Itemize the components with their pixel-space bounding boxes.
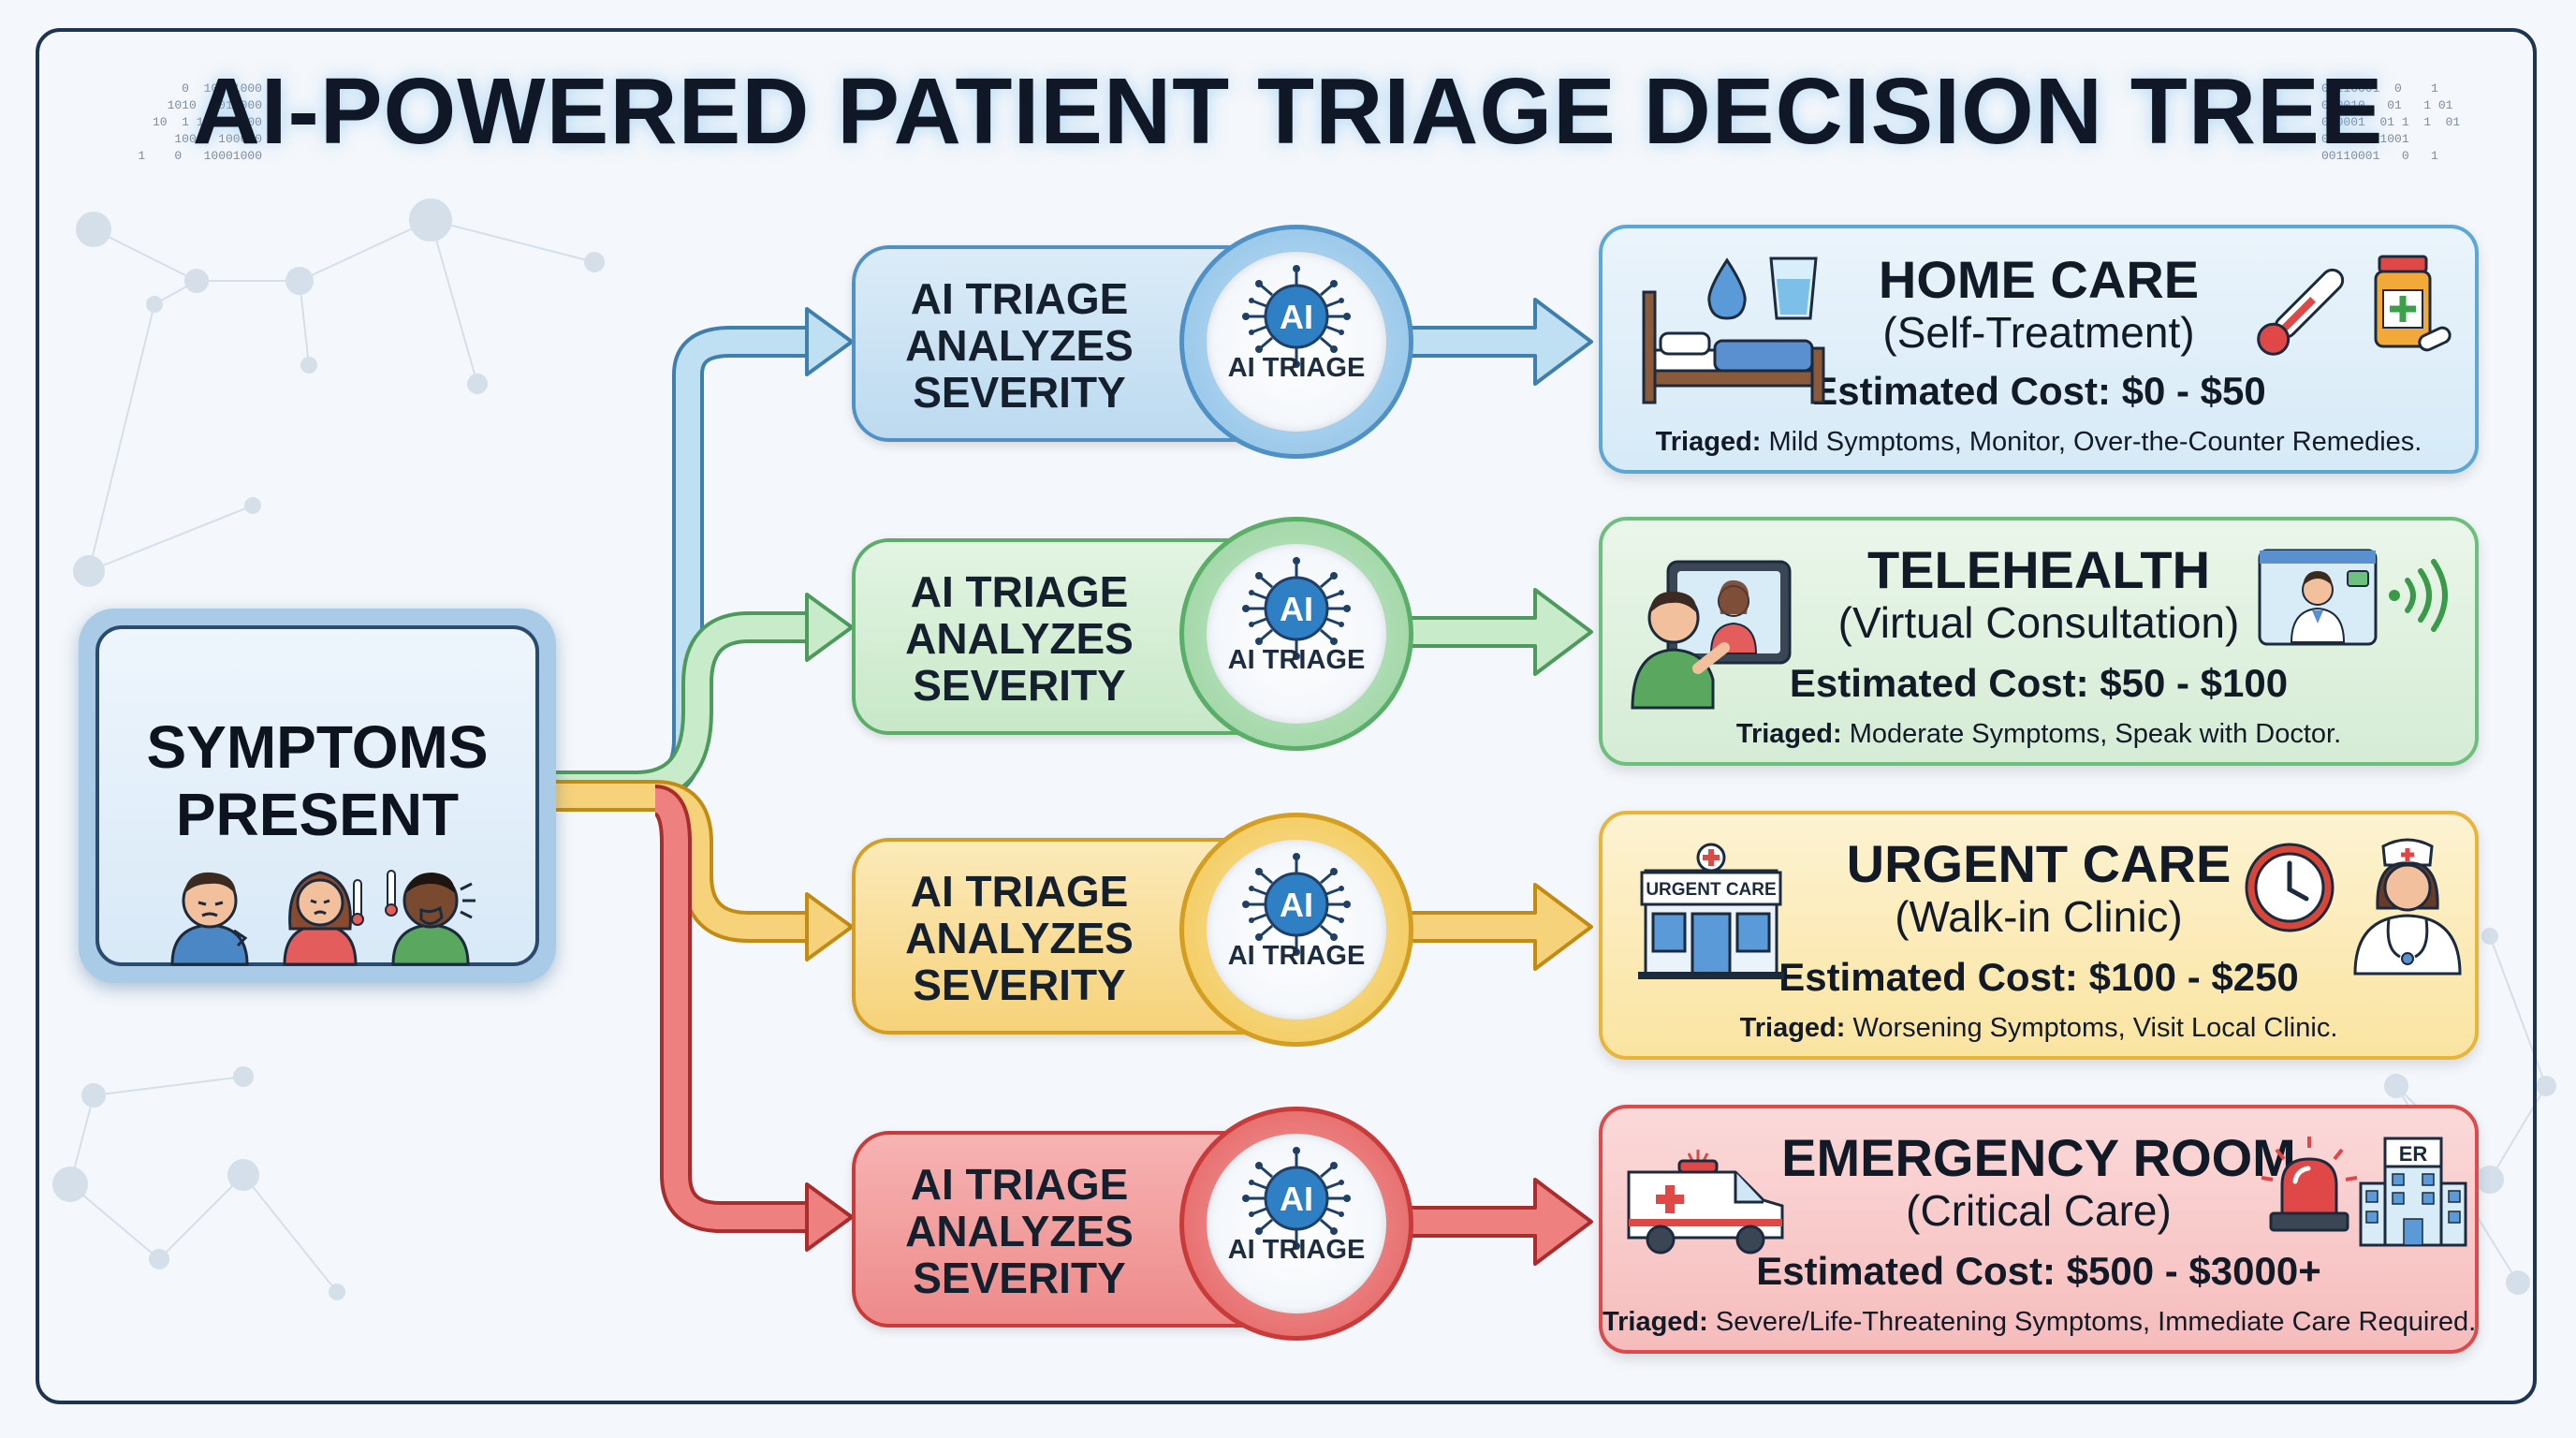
- triage-line3: SEVERITY: [913, 1254, 1126, 1302]
- outcome-card-telehealth: TELEHEALTH (Virtual Consultation) Estima…: [1599, 517, 2479, 766]
- ai-badge-inner: AI: [1207, 252, 1386, 432]
- outcome-cost: Estimated Cost: $50 - $100: [1789, 661, 2289, 705]
- outer-frame: [36, 28, 2537, 1404]
- clinic-sign-text: URGENT CARE: [1646, 880, 1776, 900]
- ai-chip-icon: AI: [1242, 265, 1351, 368]
- ai-chip-label: AI: [1280, 590, 1313, 628]
- page-title: AI-POWERED PATIENT TRIAGE DECISION TREE: [192, 59, 2384, 164]
- symptoms-node: SYMPTOMS PRESENT: [79, 609, 556, 983]
- outcome-subtitle: (Self-Treatment): [1882, 308, 2195, 357]
- ai-badge-label: AI TRIAGE: [1227, 645, 1366, 675]
- triage-line2: ANALYZES: [905, 614, 1134, 663]
- outcome-arrow-blue: [1407, 298, 1593, 386]
- triage-line2: ANALYZES: [905, 1207, 1134, 1255]
- ai-chip-icon: AI: [1242, 1147, 1351, 1250]
- triage-text: AI TRIAGE ANALYZES SEVERITY: [884, 1161, 1155, 1301]
- triage-line3: SEVERITY: [913, 961, 1126, 1009]
- outcome-note-label: Triaged:: [1739, 1013, 1846, 1043]
- ai-chip-label: AI: [1280, 298, 1313, 336]
- outcome-note-label: Triaged:: [1603, 1307, 1708, 1337]
- outcome-cost: Estimated Cost: $0 - $50: [1811, 369, 2266, 413]
- clinic-building-icon: URGENT CARE: [1638, 843, 1784, 979]
- ai-badge-label: AI TRIAGE: [1227, 1235, 1366, 1265]
- signal-icon: [2389, 559, 2448, 632]
- ai-badge-inner: AI: [1207, 1134, 1386, 1313]
- ai-badge-inner: AI: [1207, 544, 1386, 724]
- symptoms-title: SYMPTOMS PRESENT: [99, 713, 535, 848]
- outcome-note: Triaged: Mild Symptoms, Monitor, Over-th…: [1603, 427, 2475, 458]
- bed-icon: [1642, 290, 1825, 404]
- triage-line3: SEVERITY: [913, 368, 1126, 417]
- outcome-note-text: Moderate Symptoms, Speak with Doctor.: [1841, 719, 2342, 749]
- triage-line3: SEVERITY: [913, 661, 1126, 710]
- outcome-subtitle: (Critical Care): [1906, 1186, 2172, 1235]
- hospital-icon: ER: [2359, 1137, 2467, 1247]
- thermometer-icon: [2257, 268, 2345, 356]
- outcome-arrow-green: [1407, 588, 1593, 676]
- outcome-note-label: Triaged:: [1735, 719, 1842, 749]
- nurse-icon: [2353, 838, 2462, 976]
- triage-text: AI TRIAGE ANALYZES SEVERITY: [884, 868, 1155, 1008]
- outcome-card-urgent-care: URGENT CARE (Walk-in Clinic) Estimated C…: [1599, 811, 2479, 1060]
- triage-line1: AI TRIAGE: [910, 274, 1129, 323]
- outcome-title: TELEHEALTH: [1866, 540, 2211, 599]
- outcome-note-text: Severe/Life-Threatening Symptoms, Immedi…: [1707, 1307, 2477, 1337]
- clock-icon: [2245, 843, 2334, 932]
- glass-icon: [1769, 257, 1818, 320]
- fever-person-icon: [283, 871, 364, 966]
- medicine-bottle-icon: [2374, 255, 2452, 352]
- coughing-person-icon: [385, 870, 476, 966]
- triage-text: AI TRIAGE ANALYZES SEVERITY: [884, 568, 1155, 709]
- outcome-subtitle: (Virtual Consultation): [1837, 598, 2240, 647]
- hospital-sign-text: ER: [2399, 1142, 2428, 1166]
- sick-person-icon: [170, 872, 249, 966]
- triage-line2: ANALYZES: [905, 321, 1134, 370]
- outcome-cost: Estimated Cost: $500 - $3000+: [1756, 1249, 2321, 1293]
- outcome-arrow-yellow: [1407, 883, 1593, 971]
- outcome-note: Triaged: Moderate Symptoms, Speak with D…: [1603, 719, 2475, 750]
- ai-badge-blue: AI AI TRIAGE: [1179, 225, 1413, 459]
- outcome-note-text: Worsening Symptoms, Visit Local Clinic.: [1845, 1013, 2338, 1043]
- ai-badge-green: AI AI TRIAGE: [1179, 517, 1413, 751]
- outcome-title: URGENT CARE: [1846, 834, 2232, 893]
- water-drop-icon: [1707, 257, 1747, 320]
- symptoms-node-inner: SYMPTOMS PRESENT: [95, 625, 539, 966]
- ai-badge-red: AI AI TRIAGE: [1179, 1107, 1413, 1341]
- outcome-note-label: Triaged:: [1655, 427, 1762, 457]
- ai-chip-label: AI: [1280, 1180, 1313, 1218]
- outcome-note-text: Mild Symptoms, Monitor, Over-the-Counter…: [1761, 427, 2422, 457]
- outcome-title: EMERGENCY ROOM: [1781, 1128, 2296, 1187]
- outcome-card-emergency-room: EMERGENCY ROOM (Critical Care) Estimated…: [1599, 1105, 2479, 1354]
- ai-chip-icon: AI: [1242, 557, 1351, 660]
- binary-decoration-right: 00110001 0 1 000010 01 1 01 000001 01 1 …: [2321, 81, 2461, 163]
- triage-line1: AI TRIAGE: [910, 867, 1129, 916]
- doctor-screen-icon: [2258, 549, 2378, 646]
- ai-badge-yellow: AI AI TRIAGE: [1179, 813, 1413, 1047]
- ai-chip-label: AI: [1280, 886, 1313, 924]
- ai-badge-inner: AI: [1207, 840, 1386, 1020]
- binary-decoration-left: 0 10001000 1010 010000 10 1 10 10000 100…: [138, 81, 262, 163]
- triage-line1: AI TRIAGE: [910, 567, 1129, 616]
- outcome-subtitle: (Walk-in Clinic): [1895, 892, 2183, 941]
- symptoms-title-line1: SYMPTOMS: [146, 713, 489, 781]
- outcome-note: Triaged: Worsening Symptoms, Visit Local…: [1603, 1013, 2475, 1044]
- ambulance-icon: [1627, 1150, 1784, 1255]
- ai-badge-label: AI TRIAGE: [1227, 941, 1366, 971]
- ai-chip-icon: AI: [1242, 853, 1351, 956]
- video-call-icon: [1631, 560, 1792, 710]
- outcome-card-home-care: HOME CARE (Self-Treatment) Estimated Cos…: [1599, 225, 2479, 474]
- symptoms-title-line2: PRESENT: [175, 781, 460, 848]
- outcome-title: HOME CARE: [1878, 250, 2200, 309]
- ai-badge-label: AI TRIAGE: [1227, 353, 1366, 383]
- outcome-note: Triaged: Severe/Life-Threatening Symptom…: [1603, 1307, 2477, 1338]
- outcome-cost: Estimated Cost: $100 - $250: [1778, 955, 2299, 999]
- triage-line1: AI TRIAGE: [910, 1160, 1129, 1209]
- triage-text: AI TRIAGE ANALYZES SEVERITY: [884, 275, 1155, 416]
- triage-line2: ANALYZES: [905, 914, 1134, 962]
- outcome-arrow-red: [1407, 1178, 1593, 1266]
- siren-icon: [2261, 1137, 2358, 1232]
